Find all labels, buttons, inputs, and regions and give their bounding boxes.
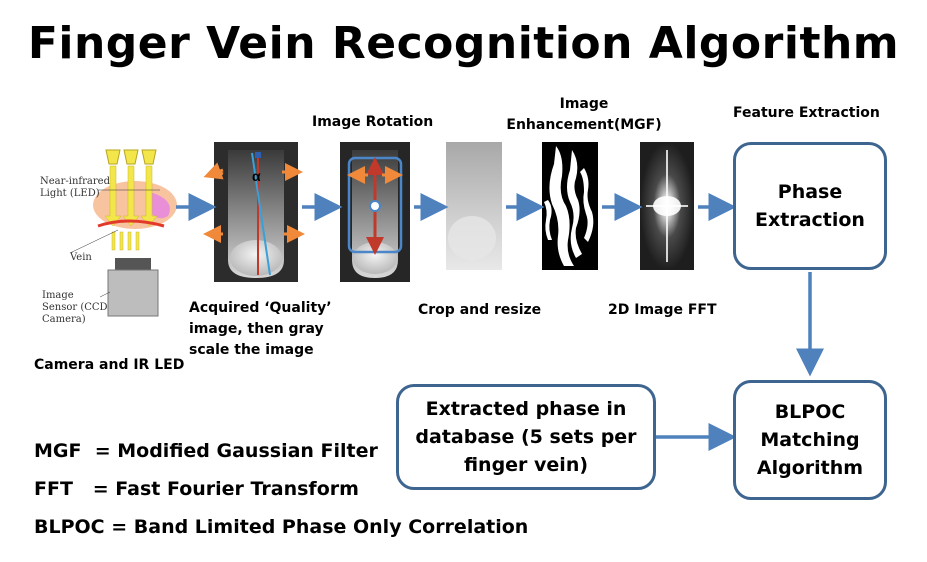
- legend-fft: FFT = Fast Fourier Transform: [34, 478, 359, 500]
- page-title: Finger Vein Recognition Algorithm: [27, 18, 900, 69]
- rotation-label: Image Rotation: [312, 114, 434, 130]
- vein-line: [97, 219, 165, 228]
- feature-extraction-label: Feature Extraction: [733, 105, 880, 121]
- acquired-image: [203, 142, 305, 282]
- led-label: Near-infrared Light (LED): [40, 176, 110, 199]
- blpoc-box: BLPOC Matching Algorithm: [733, 380, 887, 500]
- rotated-image: [340, 142, 410, 282]
- camera-label: Camera and IR LED: [34, 357, 185, 373]
- enhanced-image: [542, 142, 598, 270]
- sensor-lens: [115, 258, 151, 270]
- database-text: Extracted phase in database (5 sets per …: [415, 398, 637, 476]
- cropped-image: [446, 142, 502, 270]
- legend-blpoc: BLPOC = Band Limited Phase Only Correlat…: [34, 516, 529, 538]
- acquired-label: Acquired ‘Quality’ image, then gray scal…: [189, 300, 332, 358]
- vein-label: Vein: [70, 252, 92, 263]
- crop-label: Crop and resize: [418, 302, 542, 318]
- sensor-label: Image Sensor (CCD Camera): [42, 290, 108, 325]
- phase-extraction-text: Phase Extraction: [755, 181, 865, 231]
- enhancement-label: Image Enhancement(MGF): [506, 96, 662, 133]
- nail-shape: [150, 192, 170, 219]
- legend-mgf: MGF = Modified Gaussian Filter: [34, 440, 378, 462]
- alpha-label: α: [252, 168, 261, 184]
- led-icon: [105, 149, 157, 165]
- database-box: Extracted phase in database (5 sets per …: [396, 384, 656, 490]
- camera-illustration: [69, 149, 177, 317]
- fft-label: 2D Image FFT: [608, 302, 717, 318]
- fft-image: [640, 142, 694, 270]
- phase-extraction-box: Phase Extraction: [733, 142, 887, 270]
- blpoc-text: BLPOC Matching Algorithm: [756, 401, 864, 479]
- ccd-camera-icon: [107, 269, 159, 317]
